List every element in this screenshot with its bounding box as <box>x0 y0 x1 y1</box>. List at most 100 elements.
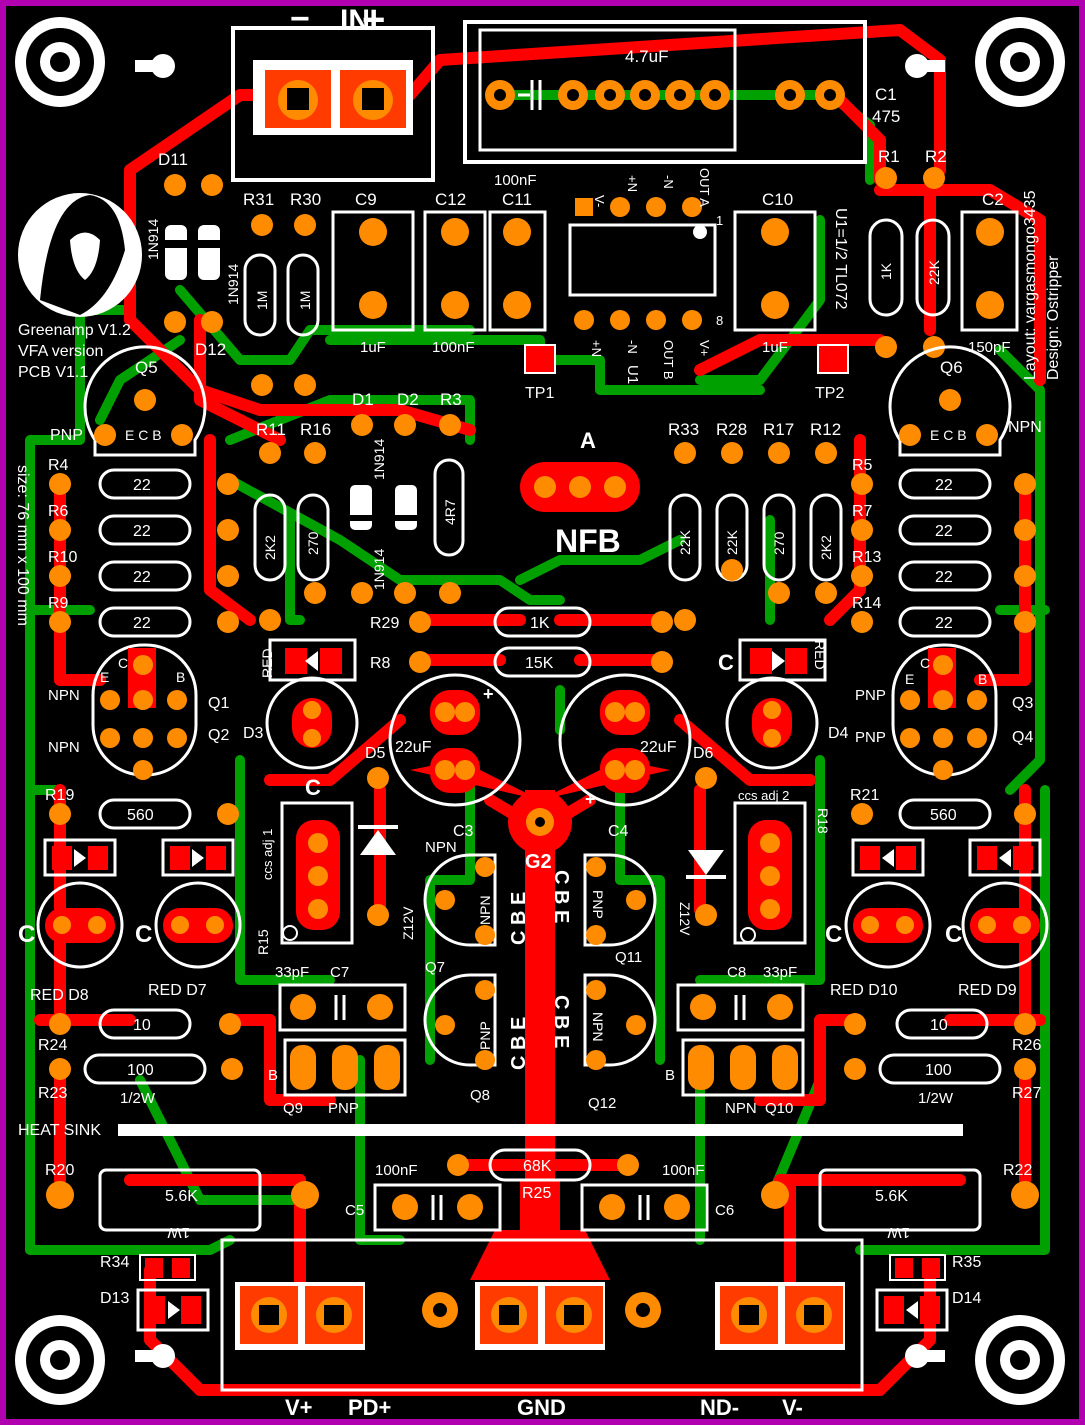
r6-label: R6 <box>48 503 69 520</box>
q10-label: Q10 <box>765 1100 793 1117</box>
power-v-plus: V+ <box>285 1395 313 1420</box>
resistor-r21 <box>898 798 992 830</box>
screw-icon <box>135 54 945 1368</box>
transistors-q7-q8 <box>423 853 497 1067</box>
r1-value: 1K <box>878 262 894 280</box>
d2-type: 1N914 <box>371 549 387 590</box>
archer-logo-icon <box>18 193 142 317</box>
d3-label: D3 <box>243 725 264 742</box>
r26-value: 10 <box>930 1017 948 1034</box>
u1-pin-minus-b: -N <box>625 340 640 354</box>
r8-value: 15K <box>525 655 554 672</box>
resistor-r22 <box>818 1168 982 1232</box>
q9-type: PNP <box>328 1100 359 1117</box>
resistor-r19 <box>98 798 192 830</box>
power-gnd: GND <box>517 1395 566 1420</box>
u1-pin-vminus: V- <box>592 195 607 207</box>
resistor-r20 <box>98 1168 262 1232</box>
led-d4 <box>725 638 827 770</box>
d6-zener: Z12V <box>677 902 693 936</box>
board-title: Greenamp V1.2 <box>18 322 131 339</box>
zener-d5-icon <box>358 825 398 855</box>
q3-type: PNP <box>855 687 886 704</box>
r17-label: R17 <box>763 420 794 439</box>
leds-d8-d7 <box>36 838 242 969</box>
q12-label: Q12 <box>588 1095 616 1112</box>
d11-label: D11 <box>158 150 188 169</box>
transistor-q5 <box>83 345 207 457</box>
ccs1-c-mark: C <box>305 775 321 800</box>
u1-pin-minus-a: -N <box>661 175 676 189</box>
u1-pin-plus-b: +N <box>589 340 604 357</box>
d1-type: 1N914 <box>371 439 387 480</box>
r23-label: R23 <box>38 1085 67 1102</box>
r14-label: R14 <box>852 595 881 612</box>
r10-label: R10 <box>48 549 77 566</box>
r9-label: R9 <box>48 595 69 612</box>
r28-value: 22K <box>724 529 740 555</box>
d10-c-mark: C <box>825 921 842 948</box>
g2-label: G2 <box>525 851 552 873</box>
d4-label: D4 <box>828 725 849 742</box>
d12-label: D12 <box>195 340 226 359</box>
transistor-q6 <box>888 345 1012 457</box>
r16-label: R16 <box>300 420 331 439</box>
r10-value: 22 <box>133 569 151 586</box>
power-nd-minus: ND- <box>700 1395 739 1420</box>
c9-label: C9 <box>355 190 377 209</box>
c1-code: 475 <box>872 107 900 126</box>
q5-label: Q5 <box>135 358 158 377</box>
r23-value: 100 <box>127 1062 154 1079</box>
nfb-label: NFB <box>555 523 621 559</box>
r25-value: 68K <box>523 1158 552 1175</box>
r25-label: R25 <box>522 1185 551 1202</box>
r14-value: 22 <box>935 615 953 632</box>
opamp-u1 <box>568 197 717 330</box>
heat-sink-label: HEAT SINK <box>18 1122 101 1139</box>
cap-c4 <box>558 673 692 807</box>
power-v-minus: V- <box>782 1395 803 1420</box>
d7-c-mark: C <box>135 921 152 948</box>
r28-label: R28 <box>716 420 747 439</box>
r6-value: 22 <box>133 523 151 540</box>
transistors-q3-q4 <box>891 643 998 780</box>
c3-plus: + <box>483 684 494 704</box>
r26-label: R26 <box>1012 1037 1041 1054</box>
q12-pins: C B E <box>550 995 572 1048</box>
resistor-r27 <box>878 1053 1002 1085</box>
q4-type: PNP <box>855 729 886 746</box>
in-minus: − <box>290 0 310 38</box>
c11-value: 100nF <box>494 172 537 189</box>
test-point-tp2 <box>817 344 849 374</box>
r2-value: 22K <box>926 259 942 285</box>
ccs2-label: ccs adj 2 <box>738 788 789 803</box>
in-plus: + <box>362 0 385 42</box>
transistors-q11-q12 <box>583 853 657 1067</box>
d8-label: RED D8 <box>30 987 89 1004</box>
resistors-right-22 <box>898 468 992 638</box>
u1-pin-out-a: OUT A <box>697 168 712 207</box>
r12-value: 2K2 <box>818 535 834 560</box>
q9-label: Q9 <box>283 1100 303 1117</box>
d10-label: RED D10 <box>830 982 898 999</box>
r5-label: R5 <box>852 457 873 474</box>
q11-type: PNP <box>590 890 606 919</box>
r33-label: R33 <box>668 420 699 439</box>
c6-value: 100nF <box>662 1162 705 1179</box>
q5-type: PNP <box>50 427 83 444</box>
q7-label: Q7 <box>425 959 445 976</box>
board-pcb-version: PCB V1.1 <box>18 364 88 381</box>
transistors-q1-q2 <box>91 643 198 780</box>
r19-label: R19 <box>45 787 74 804</box>
q12-type: NPN <box>590 1012 606 1042</box>
test-point-tp1 <box>524 344 556 374</box>
q7-type: NPN <box>477 895 493 925</box>
d8-c-mark: C <box>18 921 35 948</box>
c3-value: 22uF <box>395 739 432 756</box>
u1-pin-plus-a: +N <box>625 175 640 192</box>
r3-value: 4R7 <box>442 499 458 525</box>
r21-label: R21 <box>850 787 879 804</box>
q6-label: Q6 <box>940 358 963 377</box>
